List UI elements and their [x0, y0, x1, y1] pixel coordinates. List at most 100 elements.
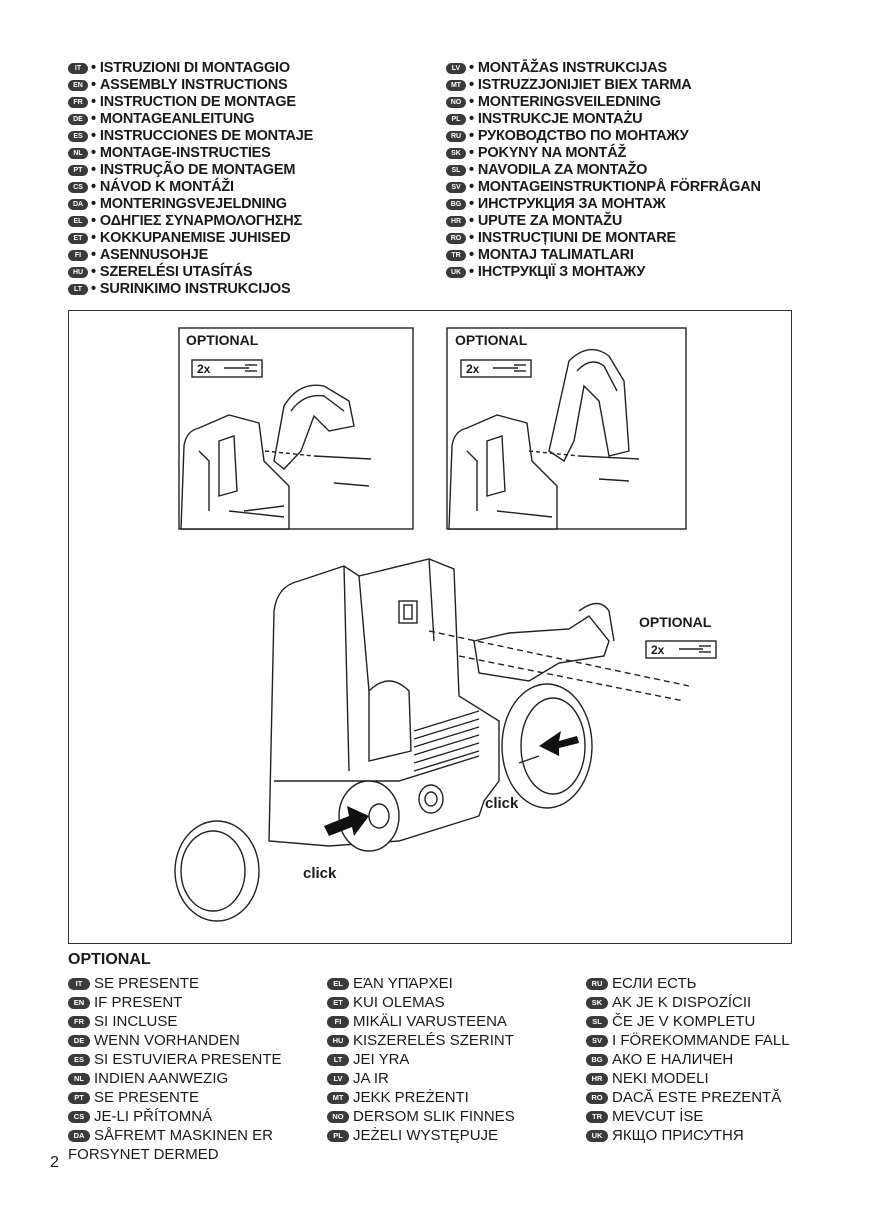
lang-badge: EN	[68, 996, 90, 1009]
presence-text: SÅFREMT MASKINEN ER	[94, 1127, 273, 1144]
title-text: INSTRUKCJE MONTAŻU	[477, 111, 643, 127]
optional-label: OPTIONAL	[455, 332, 528, 348]
title-row: CS•NÁVOD K MONTÁŽI	[68, 179, 313, 196]
lang-badge: PT	[68, 1091, 90, 1104]
qty-label: 2x	[651, 643, 665, 657]
title-text: MONTAJ TALIMATLARI	[477, 247, 634, 263]
inset-handle-large	[446, 327, 687, 530]
lang-badge: TR	[446, 250, 466, 261]
inset-handle-small	[178, 327, 414, 530]
lang-badge: FR	[68, 97, 88, 108]
lang-badge: BG	[446, 199, 466, 210]
title-row: UK•ІНСТРУКЦІЇ З МОНТАЖУ	[446, 264, 761, 281]
lang-badge: CS	[68, 1110, 90, 1123]
title-text: INSTRUCCIONES DE MONTAJE	[99, 128, 314, 144]
lang-badge: FI	[68, 250, 88, 261]
presence-text: MIKÄLI VARUSTEENA	[353, 1013, 507, 1030]
presence-text: SI ESTUVIERA PRESENTE	[94, 1051, 282, 1068]
lang-badge: UK	[446, 267, 466, 278]
title-row: HR•UPUTE ZA MONTAŽU	[446, 213, 761, 230]
lang-badge: ES	[68, 131, 88, 142]
title-text: ASSEMBLY INSTRUCTIONS	[99, 77, 288, 93]
title-text: ИНСТРУКЦИЯ ЗА МОНТАЖ	[477, 196, 666, 212]
lang-badge: EL	[327, 977, 349, 990]
presence-row: SK AK JE K DISPOZÍCII	[586, 993, 790, 1012]
lang-badge: LV	[446, 63, 466, 74]
title-text: MONTAGEINSTRUKTIONPÅ FÖRFRÅGAN	[477, 179, 761, 195]
presence-text: AK JE K DISPOZÍCII	[612, 994, 752, 1011]
assembly-drawing: OPTIONAL 2x OPTIONAL 2x OPTIONAL 2x clic…	[174, 327, 717, 922]
qty-label: 2x	[197, 362, 211, 376]
lang-badge: DE	[68, 114, 88, 125]
lang-badge: HR	[446, 216, 466, 227]
presence-text: ЕСЛИ ЕСТЬ	[612, 975, 697, 992]
title-row: MT•ISTRUZZJONIJIET BIEX TARMA	[446, 77, 761, 94]
title-row: PL•INSTRUKCJE MONTAŻU	[446, 111, 761, 128]
title-row: FR•INSTRUCTION DE MONTAGE	[68, 94, 313, 111]
title-row: NL•MONTAGE-INSTRUCTIES	[68, 145, 313, 162]
presence-text: KUI OLEMAS	[353, 994, 445, 1011]
click-label: click	[303, 865, 337, 882]
optional-label: OPTIONAL	[639, 614, 712, 630]
presence-row: ES SI ESTUVIERA PRESENTE	[68, 1050, 282, 1069]
lang-badge: PT	[68, 165, 88, 176]
lang-badge: LV	[327, 1072, 349, 1085]
title-row: DE•MONTAGEANLEITUNG	[68, 111, 313, 128]
lang-badge: ET	[327, 996, 349, 1009]
presence-text: ČE JE V KOMPLETU	[612, 1013, 756, 1030]
presence-text-continued: FORSYNET DERMED	[68, 1146, 219, 1163]
title-text: KOKKUPANEMISE JUHISED	[99, 230, 291, 246]
title-text: INSTRUÇÃO DE MONTAGEM	[99, 162, 296, 178]
presence-text: KISZERELÉS SZERINT	[353, 1032, 514, 1049]
presence-row: MT JEKK PREŻENTI	[327, 1088, 515, 1107]
lang-badge: MT	[446, 80, 466, 91]
presence-text: MEVCUT İSE	[612, 1108, 704, 1125]
click-label: click	[485, 795, 519, 812]
title-row: LT•SURINKIMO INSTRUKCIJOS	[68, 281, 313, 298]
title-list-right: LV•MONTĀŽAS INSTRUKCIJAS MT•ISTRUZZJONIJ…	[446, 60, 761, 281]
lang-badge: SK	[586, 996, 608, 1009]
lang-badge: ES	[68, 1053, 90, 1066]
lang-badge: FR	[68, 1015, 90, 1028]
lang-badge: TR	[586, 1110, 608, 1123]
lang-badge: DE	[68, 1034, 90, 1047]
lang-badge: IT	[68, 977, 90, 990]
lang-badge: HR	[586, 1072, 608, 1085]
presence-text: DERSOM SLIK FINNES	[353, 1108, 515, 1125]
presence-text: JEKK PREŻENTI	[353, 1089, 469, 1106]
lang-badge: SV	[446, 182, 466, 193]
title-text: POKYNY NA MONTÁŽ	[477, 145, 627, 161]
presence-text: JEI YRA	[353, 1051, 410, 1068]
presence-row: LT JEI YRA	[327, 1050, 515, 1069]
title-row: IT•ISTRUZIONI DI MONTAGGIO	[68, 60, 313, 77]
page-number: 2	[50, 1154, 59, 1171]
presence-text: WENN VORHANDEN	[94, 1032, 240, 1049]
presence-text: ЯКЩО ПРИСУТНЯ	[612, 1127, 744, 1144]
presence-text: JEŻELI WYSTĘPUJE	[353, 1127, 499, 1144]
pressure-washer-body	[268, 558, 500, 852]
title-row: RO•INSTRUCȚIUNI DE MONTARE	[446, 230, 761, 247]
lang-badge: EL	[68, 216, 88, 227]
title-text: MONTAGEANLEITUNG	[99, 111, 255, 127]
lang-badge: LT	[327, 1053, 349, 1066]
title-list-left: IT•ISTRUZIONI DI MONTAGGIO EN•ASSEMBLY I…	[68, 60, 313, 298]
presence-text: I FÖREKOMMANDE FALL	[612, 1032, 790, 1049]
assembly-illustration: OPTIONAL 2x OPTIONAL 2x OPTIONAL 2x clic…	[68, 310, 792, 944]
lang-badge: IT	[68, 63, 88, 74]
title-row: DA•MONTERINGSVEJELDNING	[68, 196, 313, 213]
lang-badge: LT	[68, 284, 88, 295]
lang-badge: MT	[327, 1091, 349, 1104]
